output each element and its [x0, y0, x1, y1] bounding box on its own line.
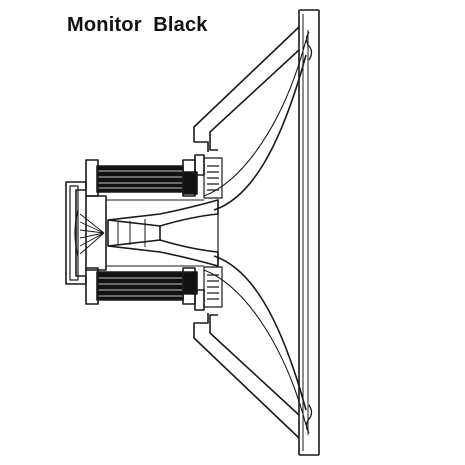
cone-outer-lower	[203, 269, 307, 426]
basket-outer-top	[193, 26, 300, 152]
basket-frame	[193, 9, 320, 456]
rear-plate-lower	[85, 267, 99, 305]
cone-outer-upper	[203, 39, 307, 197]
basket-outer-bottom	[193, 313, 300, 439]
basket-inner-top	[209, 49, 300, 151]
cone-lower-curve	[213, 255, 307, 411]
cone	[203, 39, 307, 426]
basket-inner-bottom	[209, 314, 300, 416]
horn-upper	[107, 199, 219, 227]
magnet-lower	[96, 271, 184, 301]
diagram-title: Monitor Black	[67, 14, 208, 36]
horn	[107, 199, 219, 267]
front-flange	[298, 9, 320, 456]
spider	[203, 157, 223, 308]
bolt-lower	[182, 271, 198, 295]
horn-lower	[107, 239, 219, 267]
cone-surround	[305, 31, 313, 434]
back-plate	[65, 181, 87, 285]
rear-plate-upper	[85, 159, 99, 197]
cone-upper-curve	[213, 54, 307, 211]
rear-cap	[69, 185, 79, 281]
magnet-assembly	[65, 154, 205, 311]
bolt-upper	[182, 171, 198, 195]
phase-plug-ribs	[79, 213, 105, 255]
